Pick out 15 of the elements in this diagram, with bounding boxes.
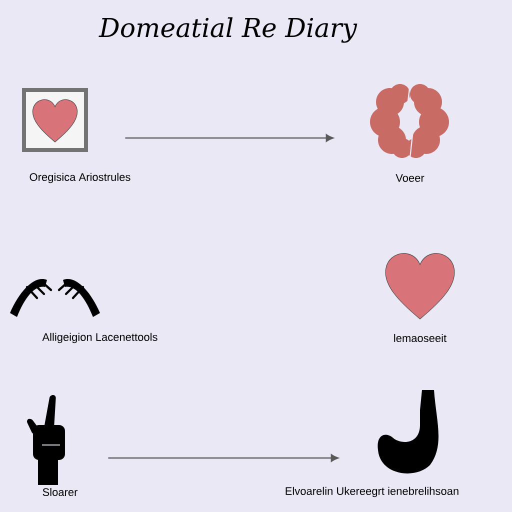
arrow (125, 134, 334, 142)
arrow (108, 454, 338, 462)
hands-drawing (10, 279, 100, 317)
node-label: Elvoarelin Ukereegrt ienebrelihsoan (286, 486, 458, 498)
brain-drawing (370, 84, 449, 158)
node-label: Voeer (396, 174, 424, 182)
heart-picture-drawing (22, 88, 88, 152)
stomach-drawing (378, 390, 438, 474)
node-label: lemaoseeit (394, 334, 446, 342)
title: Domeatial Re Diary (98, 17, 358, 43)
hand-drawing (27, 395, 65, 485)
node-label: Sloarer (42, 488, 78, 496)
heart-drawing (385, 253, 455, 320)
node-label: Alligeigion Lacenettools (42, 332, 158, 344)
node-label: Oregisica Ariostrules (30, 172, 130, 184)
